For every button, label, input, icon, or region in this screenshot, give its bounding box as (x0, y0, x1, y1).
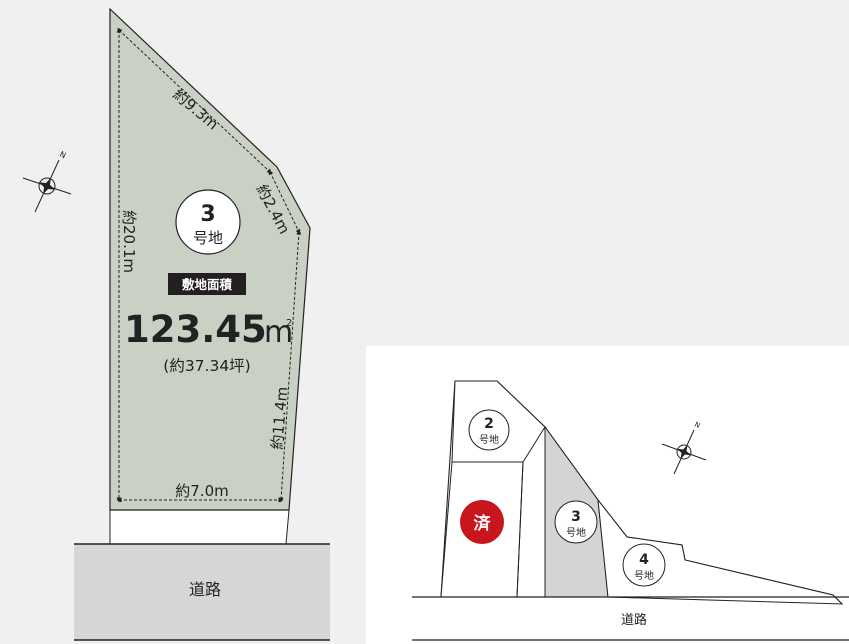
lot3-marker: 3 号地 (175, 189, 241, 255)
dim-bottom-label: 約7.0m (175, 482, 228, 500)
area-label: 敷地面積 (182, 277, 233, 292)
compass-icon: N (22, 150, 72, 213)
area-tsubo: (約37.34坪) (163, 357, 250, 375)
area-unit-superscript: 2 (286, 318, 292, 329)
area-label-box (168, 273, 246, 295)
lot3-suffix: 号地 (193, 229, 223, 247)
dimension-lines (116, 27, 302, 503)
lot4-number: 4 (639, 552, 649, 568)
lot4-suffix: 号地 (634, 569, 654, 582)
area-value: 123.45 (124, 308, 267, 351)
compass-letter: N (58, 150, 67, 161)
sold-badge: 済 (460, 500, 504, 544)
area-unit: m (264, 315, 293, 350)
overview-compass-icon: N (661, 421, 707, 475)
lot3-number: 3 (200, 202, 215, 227)
dim-left-label: 約20.1m (120, 210, 138, 273)
lot3-overview-marker: 3 号地 (554, 500, 598, 544)
frontage-strip (109, 509, 290, 545)
road-band (74, 544, 330, 640)
overview-compass-letter: N (693, 421, 701, 430)
lot4-marker: 4 号地 (622, 543, 666, 587)
lot3-overview-suffix: 号地 (566, 526, 586, 539)
dim-right-label: 約11.4m (268, 386, 291, 450)
sold-badge-text: 済 (474, 513, 492, 534)
overview-road-label: 道路 (621, 612, 647, 628)
lot2-number: 2 (484, 416, 494, 432)
lot2-marker: 2 号地 (468, 409, 510, 451)
site-overview-plan: 道路 2 号地 済 3 号地 4 号地 (366, 346, 849, 644)
lot3-detail-plan: 約9.3m 約2.4m 約20.1m 約11.4m 約7.0m 3 号地 敷地面… (22, 7, 330, 641)
road-label: 道路 (189, 580, 221, 599)
lot2-suffix: 号地 (479, 433, 499, 446)
lot3-overview-number: 3 (571, 509, 581, 525)
